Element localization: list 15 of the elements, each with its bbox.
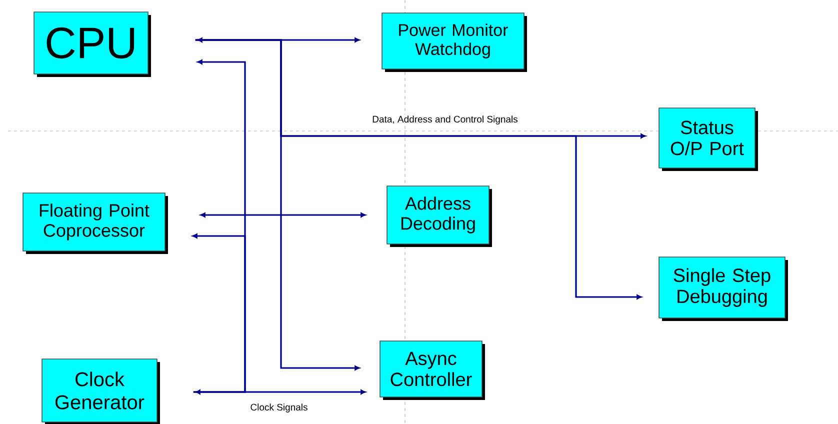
arrow	[195, 390, 366, 394]
process-box: Clock Generator	[42, 358, 160, 424]
process-box: Power Monitor Watchdog	[382, 12, 527, 72]
process-box: Address Decoding	[386, 186, 492, 247]
arrow	[197, 38, 360, 42]
edge-label: Data, Address and Control Signals	[371, 114, 519, 126]
process-box: Single Step Debugging	[658, 256, 788, 321]
arrow	[195, 39, 360, 370]
process-box: Status O/P Port	[658, 108, 758, 171]
arrow	[200, 212, 366, 218]
edge-label: Clock Signals	[249, 402, 309, 414]
process-box: Async Controller	[380, 340, 485, 400]
process-box: Floating Point Coprocessor	[22, 192, 168, 254]
arrow	[192, 234, 246, 393]
process-box: CPU	[34, 12, 151, 77]
